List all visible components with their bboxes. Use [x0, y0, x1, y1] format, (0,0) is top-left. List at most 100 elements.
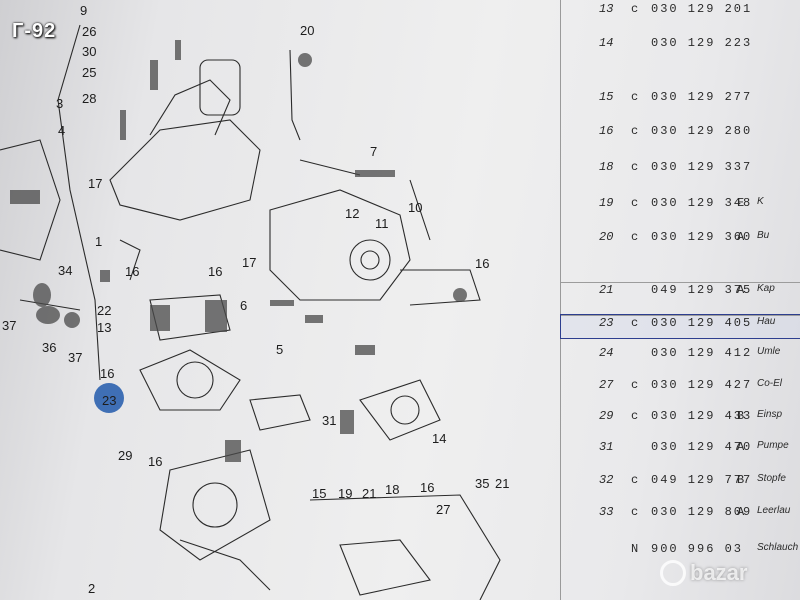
row-description: Einsp: [757, 409, 783, 420]
row-part-number: 030 129 337: [651, 160, 753, 174]
row-part-number: 030 129 427: [651, 378, 753, 392]
row-variant: A: [737, 440, 745, 454]
callout-30: 30: [82, 44, 96, 59]
row-code: N: [631, 542, 639, 556]
row-position: 19: [599, 196, 614, 210]
row-position: 20: [599, 230, 614, 244]
row-code: c: [631, 124, 639, 138]
watermark-text: bazar: [690, 560, 748, 585]
row-part-number: 049 129 375: [651, 283, 753, 297]
row-position: 27: [599, 378, 614, 392]
row-position: 13: [599, 2, 614, 16]
row-description: Bu: [757, 230, 770, 241]
callout-17: 17: [88, 176, 102, 191]
row-part-number: 030 129 405: [651, 316, 753, 330]
callout-18: 18: [385, 482, 399, 497]
row-variant: B: [737, 409, 745, 423]
callout-16: 16: [420, 480, 434, 495]
callout-23: 23: [102, 393, 116, 408]
row-code: c: [631, 409, 639, 423]
row-part-number: 030 129 470: [651, 440, 753, 454]
row-description: K: [757, 196, 764, 207]
callout-11: 11: [375, 216, 389, 231]
row-position: 32: [599, 473, 614, 487]
row-description: Umle: [757, 346, 781, 357]
row-part-number: 030 129 360: [651, 230, 753, 244]
row-code: c: [631, 473, 639, 487]
callout-1: 1: [95, 234, 102, 249]
callout-29: 29: [118, 448, 132, 463]
row-position: 18: [599, 160, 614, 174]
callout-21: 21: [362, 486, 376, 501]
callout-5: 5: [276, 342, 283, 357]
callout-15: 15: [312, 486, 326, 501]
parts-table-row[interactable]: 18 c 030 129 337: [561, 160, 800, 182]
callout-2: 2: [88, 581, 95, 596]
row-part-number: 030 129 412: [651, 346, 753, 360]
row-variant: A: [737, 230, 745, 244]
row-description: Leerlau: [757, 505, 791, 516]
row-part-number: 030 129 433: [651, 409, 753, 423]
row-description: Schlauch: [757, 542, 799, 553]
callout-13: 13: [97, 320, 111, 335]
row-position: 15: [599, 90, 614, 104]
row-description: Kap: [757, 283, 775, 294]
parts-table-row[interactable]: N 900 996 03 Schlauch: [561, 542, 800, 564]
row-description: Co-El: [757, 378, 783, 389]
callout-35: 35: [475, 476, 489, 491]
row-description: Hau: [757, 316, 776, 327]
row-description: Stopfe: [757, 473, 786, 484]
row-part-number: 900 996 03: [651, 542, 744, 556]
row-position: 31: [599, 440, 614, 454]
row-part-number: 030 129 201: [651, 2, 753, 16]
row-code: c: [631, 230, 639, 244]
row-part-number: 030 129 223: [651, 36, 753, 50]
callout-28: 28: [82, 91, 96, 106]
row-position: 24: [599, 346, 614, 360]
callout-16: 16: [100, 366, 114, 381]
row-variant: E: [737, 196, 745, 210]
row-position: 21: [599, 283, 614, 297]
callout-34: 34: [58, 263, 72, 278]
row-variant: A: [737, 283, 745, 297]
callout-6: 6: [240, 298, 247, 313]
callout-9: 9: [80, 3, 87, 18]
callout-26: 26: [82, 24, 96, 39]
callout-10: 10: [408, 200, 422, 215]
row-position: 16: [599, 124, 614, 138]
row-variant: A: [737, 505, 745, 519]
callout-14: 14: [432, 431, 446, 446]
callout-21: 21: [495, 476, 509, 491]
row-code: c: [631, 160, 639, 174]
row-part-number: 030 129 348: [651, 196, 753, 210]
parts-table-row[interactable]: 24 030 129 412 Umle: [561, 346, 800, 368]
row-code: c: [631, 196, 639, 210]
callout-36: 36: [42, 340, 56, 355]
diagram-parts-shading: [10, 40, 467, 462]
callout-31: 31: [322, 413, 336, 428]
callout-16: 16: [208, 264, 222, 279]
callout-25: 25: [82, 65, 96, 80]
callout-22: 22: [97, 303, 111, 318]
callout-16: 16: [125, 264, 139, 279]
row-code: c: [631, 505, 639, 519]
row-part-number: 049 129 777: [651, 473, 753, 487]
callout-3: 3: [56, 96, 63, 111]
row-code: c: [631, 90, 639, 104]
